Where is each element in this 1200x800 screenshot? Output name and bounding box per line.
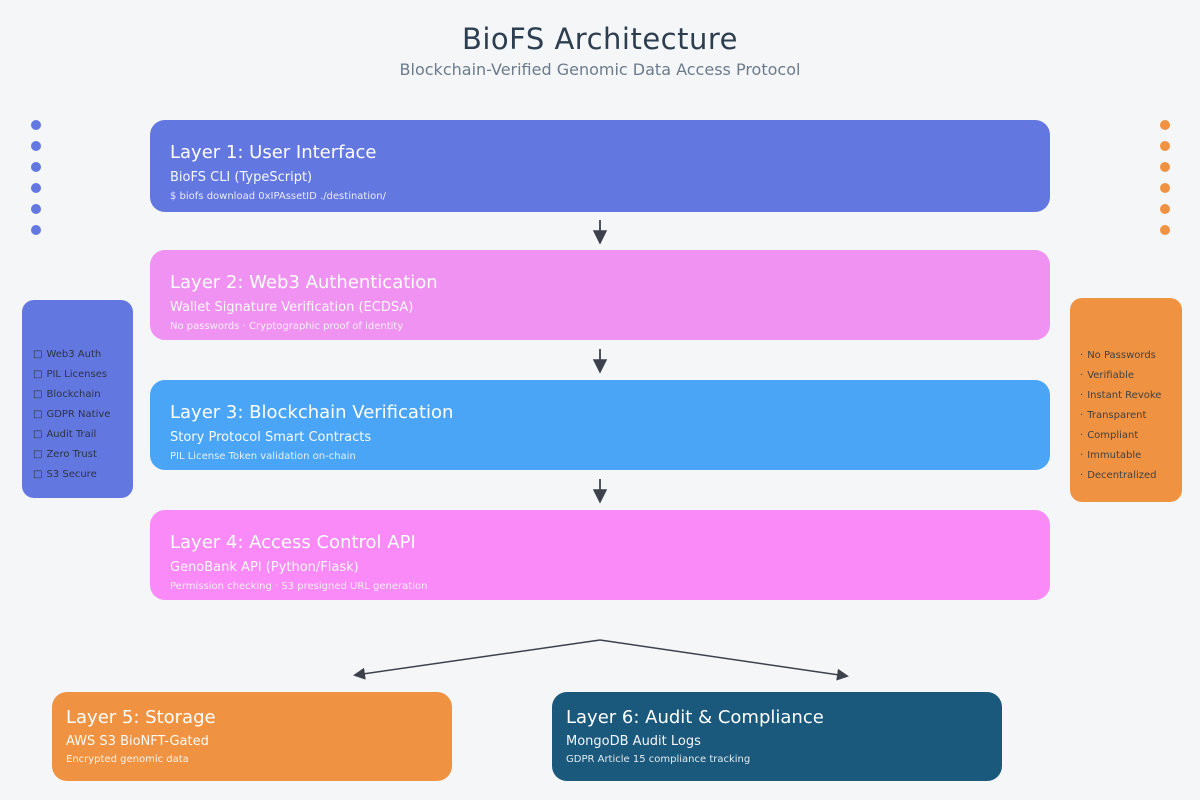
feature-item: □PIL Licenses	[33, 365, 133, 385]
benefit-item: ·Immutable	[1080, 446, 1182, 466]
layer2-subtitle: Wallet Signature Verification (ECDSA)	[170, 300, 414, 315]
layer5-subtitle: AWS S3 BioNFT-Gated	[66, 734, 209, 749]
feature-label: Blockchain	[46, 389, 101, 400]
benefit-item: ·Compliant	[1080, 426, 1182, 446]
arrow-fork-to-layer5	[353, 639, 601, 680]
feature-label: GDPR Native	[46, 409, 111, 420]
benefit-label: No Passwords	[1087, 350, 1156, 361]
square-bullet-icon: □	[33, 409, 43, 420]
square-bullet-icon: □	[33, 349, 43, 360]
layer4-title: Layer 4: Access Control API	[170, 532, 416, 553]
layer6-detail: GDPR Article 15 compliance tracking	[566, 754, 751, 765]
square-bullet-icon: □	[33, 469, 43, 480]
benefit-item: ·Instant Revoke	[1080, 386, 1182, 406]
square-bullet-icon: □	[33, 389, 43, 400]
dot-icon	[1160, 162, 1170, 172]
feature-item: □Audit Trail	[33, 425, 133, 445]
square-bullet-icon: □	[33, 429, 43, 440]
arrow-fork-to-layer6	[599, 639, 849, 681]
benefit-item: ·Transparent	[1080, 406, 1182, 426]
layer4-detail: Permission checking · S3 presigned URL g…	[170, 581, 428, 592]
benefit-label: Immutable	[1087, 450, 1142, 461]
benefit-label: Instant Revoke	[1087, 390, 1162, 401]
dot-bullet-icon: ·	[1080, 350, 1084, 361]
layer2-detail: No passwords · Cryptographic proof of id…	[170, 321, 404, 332]
benefit-item: ·Decentralized	[1080, 466, 1182, 486]
layer5-detail: Encrypted genomic data	[66, 754, 189, 765]
layer6-audit-compliance-box: Layer 6: Audit & Compliance MongoDB Audi…	[552, 692, 1002, 781]
feature-item: □GDPR Native	[33, 405, 133, 425]
dot-bullet-icon: ·	[1080, 430, 1084, 441]
benefit-label: Decentralized	[1087, 470, 1157, 481]
dot-icon	[1160, 225, 1170, 235]
feature-label: Web3 Auth	[46, 349, 102, 360]
right-dots-decoration	[1160, 120, 1170, 235]
benefit-label: Compliant	[1087, 430, 1139, 441]
layer3-title: Layer 3: Blockchain Verification	[170, 402, 454, 423]
feature-label: S3 Secure	[46, 469, 97, 480]
layer3-subtitle: Story Protocol Smart Contracts	[170, 430, 372, 445]
layer4-access-control-api-box: Layer 4: Access Control API GenoBank API…	[150, 510, 1050, 600]
dot-icon	[1160, 183, 1170, 193]
dot-icon	[31, 204, 41, 214]
benefit-item: ·Verifiable	[1080, 366, 1182, 386]
layer1-subtitle: BioFS CLI (TypeScript)	[170, 170, 313, 185]
layer3-blockchain-verification-box: Layer 3: Blockchain Verification Story P…	[150, 380, 1050, 470]
dot-icon	[1160, 204, 1170, 214]
feature-item: □Zero Trust	[33, 445, 133, 465]
feature-item: □S3 Secure	[33, 465, 133, 485]
dot-icon	[31, 141, 41, 151]
layer4-subtitle: GenoBank API (Python/Flask)	[170, 560, 359, 575]
square-bullet-icon: □	[33, 449, 43, 460]
layer6-subtitle: MongoDB Audit Logs	[566, 734, 701, 749]
dot-bullet-icon: ·	[1080, 370, 1084, 381]
layer1-title: Layer 1: User Interface	[170, 142, 377, 163]
benefit-label: Verifiable	[1087, 370, 1134, 381]
layer2-title: Layer 2: Web3 Authentication	[170, 272, 438, 293]
layer2-web3-auth-box: Layer 2: Web3 Authentication Wallet Sign…	[150, 250, 1050, 340]
dot-bullet-icon: ·	[1080, 410, 1084, 421]
feature-label: Zero Trust	[46, 449, 97, 460]
dot-icon	[1160, 141, 1170, 151]
square-bullet-icon: □	[33, 369, 43, 380]
layer5-title: Layer 5: Storage	[66, 707, 216, 728]
dot-bullet-icon: ·	[1080, 450, 1084, 461]
feature-item: □Web3 Auth	[33, 345, 133, 365]
dot-icon	[1160, 120, 1170, 130]
left-features-panel: □Web3 Auth □PIL Licenses □Blockchain □GD…	[22, 300, 133, 498]
layer1-user-interface-box: Layer 1: User Interface BioFS CLI (TypeS…	[150, 120, 1050, 212]
layer6-title: Layer 6: Audit & Compliance	[566, 707, 824, 728]
dot-icon	[31, 225, 41, 235]
dot-bullet-icon: ·	[1080, 390, 1084, 401]
dot-icon	[31, 162, 41, 172]
layer1-detail: $ biofs download 0xIPAssetID ./destinati…	[170, 191, 386, 202]
page-title: BioFS Architecture	[461, 22, 739, 56]
benefit-item: ·No Passwords	[1080, 346, 1182, 366]
layer3-detail: PIL License Token validation on-chain	[170, 451, 356, 462]
left-dots-decoration	[31, 120, 41, 235]
right-benefits-panel: ·No Passwords ·Verifiable ·Instant Revok…	[1070, 298, 1182, 502]
feature-label: PIL Licenses	[46, 369, 108, 380]
dot-icon	[31, 120, 41, 130]
benefit-label: Transparent	[1087, 410, 1147, 421]
feature-label: Audit Trail	[46, 429, 97, 440]
dot-bullet-icon: ·	[1080, 470, 1084, 481]
page-subtitle: Blockchain-Verified Genomic Data Access …	[399, 60, 801, 79]
dot-icon	[31, 183, 41, 193]
feature-item: □Blockchain	[33, 385, 133, 405]
layer5-storage-box: Layer 5: Storage AWS S3 BioNFT-Gated Enc…	[52, 692, 452, 781]
